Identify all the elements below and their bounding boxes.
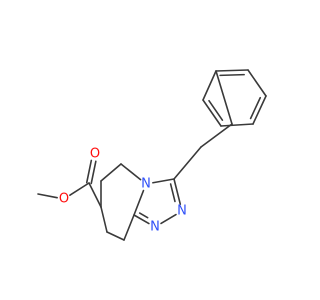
- bonds-layer: [37, 69, 267, 241]
- bond-ph3-ph4: [220, 123, 254, 127]
- bond-ph6-ch2a: [215, 70, 233, 125]
- bond-cco-o_est: [69, 182, 90, 197]
- bond-ph6-ph1: [215, 69, 249, 72]
- atom-labels-layer: N N N O O: [59, 147, 187, 235]
- bond-c5-c6: [100, 163, 122, 182]
- bond-c3-n2-inner: [169, 183, 176, 203]
- bond-c3-n2: [173, 178, 182, 206]
- bond-ph1-ph2: [247, 69, 267, 97]
- bond-ch2b-c3: [173, 146, 202, 180]
- bond-c8a-n4: [133, 189, 145, 216]
- bond-ph6-ph1-inner: [219, 73, 245, 77]
- bond-c8-c9: [106, 231, 125, 241]
- bond-ph2-ph3: [252, 95, 267, 125]
- bond-c9-c8a: [123, 214, 135, 241]
- bond-n4-c5: [120, 163, 142, 181]
- atom-label-n1: N: [150, 220, 160, 235]
- bond-ph5-ph6: [202, 70, 217, 101]
- atom-label-n2: N: [177, 204, 187, 219]
- bond-cco-o_dbl-a: [90, 160, 97, 185]
- bond-ph2-ph3-inner: [249, 96, 262, 120]
- bond-n1-c8a: [133, 214, 150, 225]
- bond-ph4-ph5-inner: [208, 99, 224, 121]
- atom-label-o_dbl: O: [90, 147, 100, 162]
- molecule-structure-diagram: N N N O O: [37, 69, 267, 241]
- bond-c7-c8: [100, 206, 108, 233]
- atom-label-n4: N: [141, 177, 151, 192]
- bond-n1-c8a-inner: [138, 212, 149, 219]
- bond-o_est-ch3: [37, 193, 58, 199]
- atom-label-o_est: O: [59, 192, 69, 207]
- bond-ch2a-ch2b: [200, 123, 233, 148]
- bond-n2-n1: [160, 213, 177, 225]
- bond-cco-o_dbl-b: [85, 159, 93, 184]
- bond-c3-n4: [152, 178, 175, 184]
- bond-ph4-ph5: [202, 99, 222, 127]
- bond-c7-cco: [88, 182, 102, 208]
